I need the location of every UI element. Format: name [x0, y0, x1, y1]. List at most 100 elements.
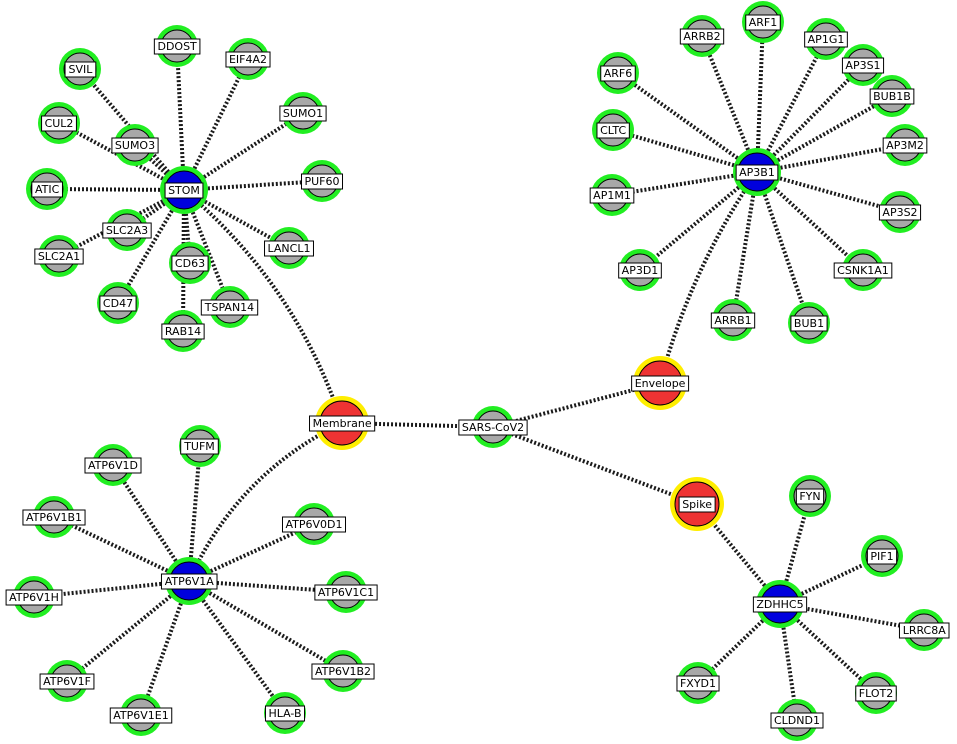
edge-stom-eif4a2: [182, 58, 250, 191]
node-puf60[interactable]: PUF60: [300, 160, 344, 202]
node-ddost[interactable]: DDOST: [153, 25, 201, 67]
node-tufm[interactable]: TUFM: [179, 425, 221, 467]
node-label: LRRC8A: [903, 624, 947, 637]
node-label-box: [99, 295, 137, 312]
edge-ap3b1-ap1m1: [611, 170, 758, 197]
node-sarscov2[interactable]: SARS-CoV2: [458, 406, 528, 448]
node-fxyd1[interactable]: FXYD1: [676, 662, 720, 704]
node-atp6v1c1[interactable]: ATP6V1C1: [314, 571, 378, 613]
node-atp6v1d[interactable]: ATP6V1D: [84, 444, 142, 486]
node-label: BUB1B: [873, 90, 911, 103]
node-label: TUFM: [183, 440, 215, 453]
node-label-box: [264, 240, 314, 257]
node-flot2[interactable]: FLOT2: [855, 672, 897, 714]
node-bub1b[interactable]: BUB1B: [869, 75, 915, 117]
node-label-box: [882, 137, 928, 154]
node-label-box: [5, 589, 63, 606]
edge-stom-puf60: [183, 179, 323, 192]
node-spike[interactable]: Spike: [670, 477, 724, 531]
edge-stom-svil: [78, 67, 186, 192]
node-atp6v1h[interactable]: ATP6V1H: [5, 576, 63, 618]
node-label: HLA-B: [268, 707, 301, 720]
edge-ap3b1-ap3m2: [756, 143, 906, 174]
node-label: ATP6V1E1: [113, 709, 169, 722]
edge-zdhhc5-fxyd1: [696, 602, 782, 685]
node-lancl1[interactable]: LANCL1: [264, 227, 314, 269]
node-arf6[interactable]: ARF6: [597, 52, 639, 94]
node-label: ATP6V1A: [165, 575, 215, 588]
node-atp6v1b1[interactable]: ATP6V1B1: [22, 496, 86, 538]
node-ap3b1[interactable]: AP3B1: [733, 148, 781, 196]
node-label: EIF4A2: [229, 53, 267, 66]
edge-stom-atic: [46, 187, 185, 192]
node-atic[interactable]: ATIC: [26, 168, 68, 210]
node-envelope[interactable]: Envelope: [631, 356, 690, 410]
edge-ap3b1-arrb1: [731, 171, 759, 321]
node-lrrc8a[interactable]: LRRC8A: [898, 609, 950, 651]
node-bub1[interactable]: BUB1: [788, 302, 830, 344]
node-fyn[interactable]: FYN: [789, 475, 831, 517]
node-svil[interactable]: SVIL: [59, 48, 101, 90]
node-label: AP3M2: [886, 139, 924, 152]
node-ap3d1[interactable]: AP3D1: [618, 249, 662, 291]
node-label: DDOST: [157, 40, 197, 53]
node-label-box: [160, 573, 218, 590]
node-sumo3[interactable]: SUMO3: [111, 124, 159, 166]
node-atp6v0d1[interactable]: ATP6V0D1: [281, 503, 347, 545]
node-cul2[interactable]: CUL2: [38, 102, 80, 144]
node-label-box: [855, 685, 897, 702]
node-label-box: [679, 28, 725, 45]
node-hlab[interactable]: HLA-B: [264, 692, 306, 734]
node-atp6v1f[interactable]: ATP6V1F: [39, 660, 95, 702]
node-ap1g1[interactable]: AP1G1: [804, 18, 848, 60]
node-atp6v1b2[interactable]: ATP6V1B2: [311, 650, 375, 692]
node-cd47[interactable]: CD47: [97, 282, 139, 324]
edge-atp6v1a-atp6v1d: [111, 463, 191, 583]
node-label-box: [589, 187, 635, 204]
node-label-box: [804, 31, 848, 48]
node-label: STOM: [168, 184, 200, 197]
node-cldnd1[interactable]: CLDND1: [770, 699, 824, 741]
node-ap3m2[interactable]: AP3M2: [882, 124, 928, 166]
node-csnk1a1[interactable]: CSNK1A1: [833, 249, 893, 291]
node-zdhhc5[interactable]: ZDHHC5: [752, 580, 808, 628]
node-arrb2[interactable]: ARRB2: [679, 15, 725, 57]
node-pif1[interactable]: PIF1: [861, 535, 903, 577]
node-label: AP3S2: [882, 206, 917, 219]
node-sumo1[interactable]: SUMO1: [279, 92, 327, 134]
node-atp6v1a[interactable]: ATP6V1A: [160, 557, 218, 605]
edge-ap3b1-ap3s2: [756, 170, 901, 214]
node-stom[interactable]: STOM: [160, 166, 208, 214]
node-label-box: [458, 419, 528, 436]
node-label: SLC2A1: [38, 250, 80, 263]
node-label-box: [264, 705, 306, 722]
node-ap3s1[interactable]: AP3S1: [841, 44, 885, 86]
node-label-box: [41, 115, 77, 132]
node-label: AP3D1: [622, 264, 659, 277]
node-arf1[interactable]: ARF1: [742, 1, 784, 43]
node-tspan14[interactable]: TSPAN14: [200, 286, 259, 328]
node-arrb1[interactable]: ARRB1: [710, 299, 756, 341]
node-label-box: [153, 38, 201, 55]
node-slc2a1[interactable]: SLC2A1: [34, 235, 84, 277]
edge-ap3b1-arf6: [616, 71, 759, 174]
node-ap1m1[interactable]: AP1M1: [589, 174, 635, 216]
node-label-box: [109, 707, 173, 724]
node-atp6v1e1[interactable]: ATP6V1E1: [109, 694, 173, 736]
edge-stom-slc2a1: [58, 188, 185, 258]
node-ap3s2[interactable]: AP3S2: [878, 191, 922, 233]
edge-ap3b1-ap1g1: [755, 38, 828, 173]
node-slc2a3[interactable]: SLC2A3: [102, 209, 152, 251]
node-eif4a2[interactable]: EIF4A2: [225, 38, 271, 80]
node-label: CLTC: [600, 124, 626, 137]
node-label-box: [314, 584, 378, 601]
node-label: SLC2A3: [106, 224, 148, 237]
node-cltc[interactable]: CLTC: [592, 109, 634, 151]
node-rab14[interactable]: RAB14: [161, 310, 205, 352]
node-membrane[interactable]: Membrane: [309, 396, 376, 450]
node-label: ARF1: [749, 16, 778, 29]
node-label-box: [281, 516, 347, 533]
node-cd63[interactable]: CD63: [169, 242, 211, 284]
node-label-box: [878, 204, 922, 221]
